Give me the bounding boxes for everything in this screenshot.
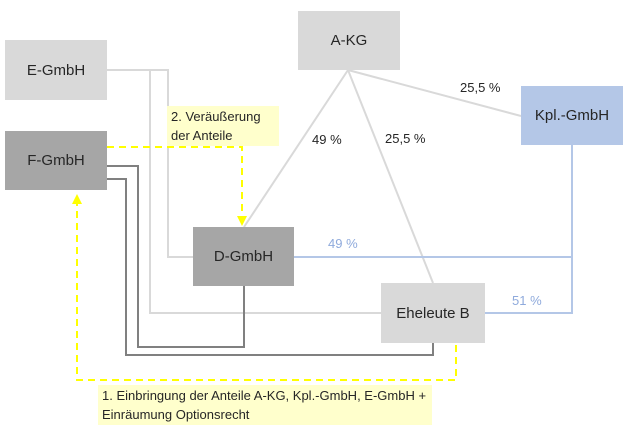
- arrow-step2: [107, 146, 243, 218]
- share-kpl-d-gmbh: 49 %: [328, 236, 358, 251]
- line-e-gmbh-eheleute: [107, 69, 381, 314]
- entity-kpl-gmbh: Kpl.-GmbH: [521, 86, 623, 145]
- share-kpl-eheleute: 51 %: [512, 293, 542, 308]
- line-a-kg-kpl: [347, 69, 522, 117]
- line-f-gmbh-d-gmbh: [107, 165, 245, 348]
- share-a-kg-d-gmbh: 49 %: [312, 132, 342, 147]
- entity-eheleute-b: Eheleute B: [381, 283, 485, 343]
- line-f-gmbh-eheleute: [107, 178, 434, 356]
- entity-d-gmbh: D-GmbH: [193, 227, 294, 286]
- note-step2: 2. Veräußerung der Anteile: [167, 106, 279, 146]
- line-e-gmbh-d-gmbh: [150, 69, 193, 258]
- arrow-step1: [76, 202, 457, 381]
- entity-f-gmbh: F-GmbH: [5, 131, 107, 190]
- line-kpl-eheleute: [485, 145, 573, 314]
- entity-a-kg: A-KG: [298, 11, 400, 70]
- arrow-head-step1: [72, 194, 82, 204]
- arrow-head-step2: [237, 216, 247, 226]
- line-a-kg-eheleute: [347, 69, 434, 284]
- line-a-kg-d-gmbh: [243, 69, 349, 228]
- entity-e-gmbh: E-GmbH: [5, 40, 107, 100]
- share-a-kg-kpl: 25,5 %: [460, 80, 501, 95]
- note-step1: 1. Einbringung der Anteile A-KG, Kpl.-Gm…: [98, 385, 432, 425]
- share-a-kg-eheleute: 25,5 %: [385, 131, 426, 146]
